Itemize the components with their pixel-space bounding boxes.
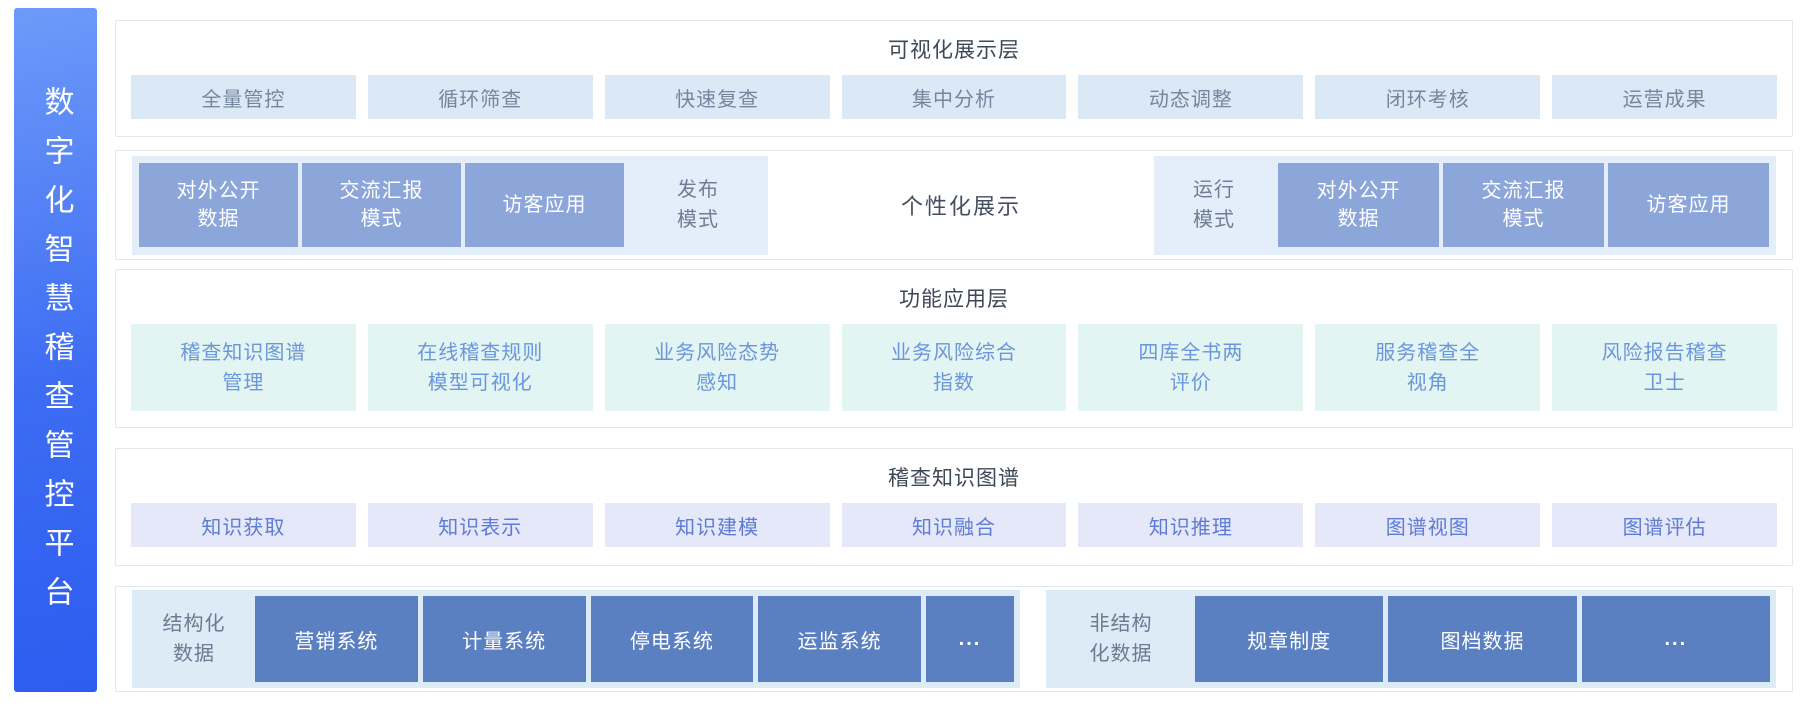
kg-chip: 知识融合 (841, 503, 1067, 547)
mode-box: 对外公开 数据 (1278, 163, 1439, 247)
capability-chip: 循环筛查 (367, 75, 593, 119)
data-system-box: 图档数据 (1388, 596, 1577, 682)
function-chip: 业务风险综合 指数 (841, 324, 1067, 411)
structured-data-panel: 结构化 数据 营销系统 计量系统 停电系统 运监系统 ... (132, 590, 1020, 688)
function-chip: 在线稽查规则 模型可视化 (367, 324, 593, 411)
function-chip-row: 稽查知识图谱 管理 在线稽查规则 模型可视化 业务风险态势 感知 业务风险综合 … (116, 324, 1792, 411)
kg-chip: 知识表示 (367, 503, 593, 547)
mode-box: 交流汇报 模式 (302, 163, 461, 247)
kg-chip: 知识获取 (131, 503, 356, 547)
kg-chip: 图谱评估 (1552, 503, 1778, 547)
unstructured-data-panel: 非结构 化数据 规章制度 图档数据 ... (1046, 590, 1776, 688)
function-chip: 四库全书两 评价 (1078, 324, 1304, 411)
more-systems-box: ... (926, 596, 1014, 682)
layer-visualization: 可视化展示层 全量管控 循环筛查 快速复查 集中分析 动态调整 闭环考核 运营成… (115, 20, 1793, 137)
layer-display-modes: 对外公开 数据 交流汇报 模式 访客应用 发布 模式 个性化展示 运行 模式 对… (115, 150, 1793, 260)
capability-chip: 运营成果 (1552, 75, 1778, 119)
capability-chip: 闭环考核 (1315, 75, 1541, 119)
layer-knowledge-graph: 稽查知识图谱 知识获取 知识表示 知识建模 知识融合 知识推理 图谱视图 图谱评… (115, 448, 1793, 566)
mode-box: 访客应用 (465, 163, 624, 247)
layer-title: 可视化展示层 (888, 39, 1020, 62)
personalized-display-label: 个性化展示 (900, 194, 1021, 219)
unstructured-data-label: 非结构 化数据 (1089, 613, 1153, 665)
data-system-box: 运监系统 (758, 596, 921, 682)
function-chip: 服务稽查全 视角 (1315, 324, 1541, 411)
publish-mode-panel: 对外公开 数据 交流汇报 模式 访客应用 发布 模式 (132, 155, 768, 255)
kg-chip: 图谱视图 (1315, 503, 1541, 547)
layer-title: 稽查知识图谱 (888, 467, 1020, 490)
publish-mode-label: 发布 模式 (677, 179, 719, 231)
data-system-box: 营销系统 (255, 596, 418, 682)
mode-box: 对外公开 数据 (139, 163, 298, 247)
mode-box: 访客应用 (1608, 163, 1769, 247)
platform-title: 数字化智慧稽查管控平台 (39, 85, 73, 625)
platform-title-banner: 数字化智慧稽查管控平台 (14, 8, 97, 692)
capability-chip: 快速复查 (604, 75, 830, 119)
data-system-box: 计量系统 (422, 596, 586, 682)
more-systems-box: ... (1581, 596, 1770, 682)
data-system-box: 停电系统 (590, 596, 754, 682)
mode-box: 交流汇报 模式 (1443, 163, 1604, 247)
capability-chip: 动态调整 (1078, 75, 1304, 119)
kg-chip: 知识建模 (604, 503, 830, 547)
layer-data-sources: 结构化 数据 营销系统 计量系统 停电系统 运监系统 ... 非结构 化数据 规… (115, 586, 1793, 692)
knowledge-graph-chip-row: 知识获取 知识表示 知识建模 知识融合 知识推理 图谱视图 图谱评估 (116, 503, 1792, 547)
run-mode-panel: 运行 模式 对外公开 数据 交流汇报 模式 访客应用 (1154, 155, 1776, 255)
capability-chip: 集中分析 (841, 75, 1067, 119)
layer-function-application: 功能应用层 稽查知识图谱 管理 在线稽查规则 模型可视化 业务风险态势 感知 业… (115, 269, 1793, 428)
visualization-chip-row: 全量管控 循环筛查 快速复查 集中分析 动态调整 闭环考核 运营成果 (116, 75, 1792, 119)
layer-title: 功能应用层 (899, 288, 1009, 311)
function-chip: 风险报告稽查 卫士 (1552, 324, 1778, 411)
structured-data-label: 结构化 数据 (162, 613, 226, 665)
run-mode-label: 运行 模式 (1193, 179, 1235, 231)
kg-chip: 知识推理 (1078, 503, 1304, 547)
function-chip: 稽查知识图谱 管理 (131, 324, 356, 411)
data-system-box: 规章制度 (1195, 596, 1384, 682)
function-chip: 业务风险态势 感知 (604, 324, 830, 411)
capability-chip: 全量管控 (131, 75, 356, 119)
